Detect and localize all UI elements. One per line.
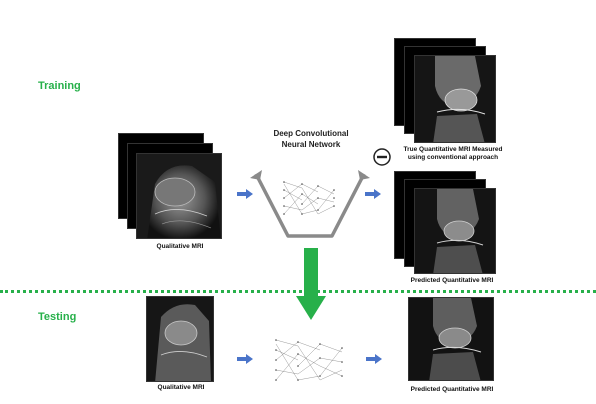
true-quantitative-mri-image xyxy=(415,56,495,142)
testing-input-mri xyxy=(146,296,214,382)
testing-qualitative-mri-image xyxy=(147,297,213,381)
minus-circle-icon xyxy=(373,148,391,166)
mri-slice-front xyxy=(136,153,222,239)
true-output-caption: True Quantitative MRI Measured using con… xyxy=(398,146,508,162)
network-title-line2: Neural Network xyxy=(281,139,341,149)
mri-slice-front xyxy=(414,55,496,143)
true-output-caption-line1: True Quantitative MRI Measured xyxy=(403,146,503,153)
network-title: Deep Convolutional Neural Network xyxy=(256,129,366,151)
network-graph-icon xyxy=(275,339,343,381)
right-arrow-icon xyxy=(365,189,381,199)
predicted-quantitative-mri-image xyxy=(415,189,495,273)
section-divider xyxy=(0,290,596,293)
true-output-caption-line2: using conventional approach xyxy=(407,154,499,162)
network-funnel xyxy=(250,170,370,238)
testing-predicted-caption: Predicted Quantitative MRI xyxy=(410,386,494,393)
training-predicted-caption: Predicted Quantitative MRI xyxy=(410,277,494,284)
network-title-line1: Deep Convolutional xyxy=(273,129,349,138)
qualitative-mri-image xyxy=(137,154,221,238)
testing-predicted-quantitative-mri-image xyxy=(409,298,493,380)
training-input-caption: Qualitative MRI xyxy=(156,243,204,250)
testing-label: Testing xyxy=(38,311,77,323)
right-arrow-icon xyxy=(366,354,382,364)
testing-input-caption: Qualitative MRI xyxy=(157,384,205,391)
testing-predicted-mri xyxy=(408,297,494,381)
training-label: Training xyxy=(38,80,81,92)
down-arrow-icon xyxy=(296,248,326,320)
mri-slice-front xyxy=(414,188,496,274)
network-graph-icon xyxy=(283,181,335,215)
right-arrow-icon xyxy=(237,354,253,364)
right-arrow-icon xyxy=(237,189,253,199)
